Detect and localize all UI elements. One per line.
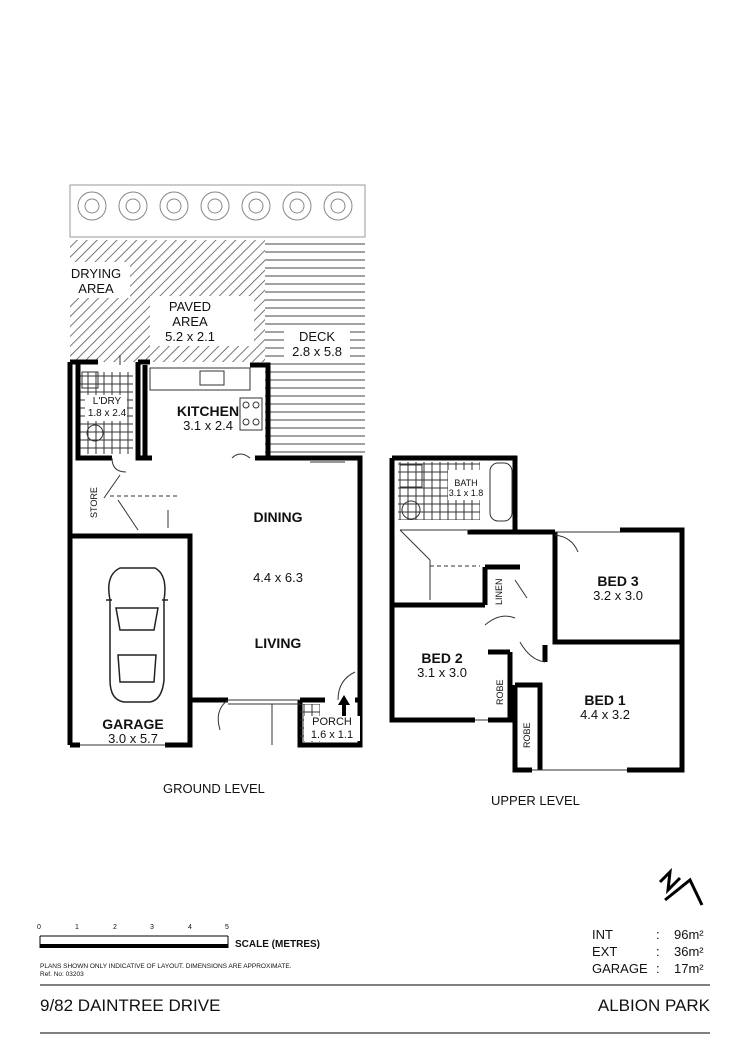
garage-area-sep: : xyxy=(656,961,660,976)
scale-tick-5: 5 xyxy=(225,924,229,931)
porch-dim: 1.6 x 1.1 xyxy=(310,728,354,741)
bath-name: BATH xyxy=(454,478,478,488)
bed2-label: BED 2 3.1 x 3.0 xyxy=(402,650,482,681)
upper-fixtures xyxy=(399,462,627,771)
garage-area-value: 17m² xyxy=(674,961,704,976)
linen-label: LINEN xyxy=(494,578,504,605)
north-arrow-icon xyxy=(658,867,704,906)
suburb-text: ALBION PARK xyxy=(597,996,710,1015)
upper-level-plan xyxy=(389,455,685,773)
ground-walls xyxy=(67,359,363,748)
garage-dim: 3.0 x 5.7 xyxy=(108,731,158,747)
ground-level-label: GROUND LEVEL xyxy=(163,781,265,796)
paved-area-name: PAVED xyxy=(168,299,212,314)
deck-name: DECK xyxy=(298,329,336,344)
dining-name: DINING xyxy=(253,509,303,525)
living-name: LIVING xyxy=(254,635,302,651)
laundry-name: L'DRY xyxy=(92,396,122,407)
drying-area-label: DRYING AREA xyxy=(70,266,122,297)
garden-bed xyxy=(69,184,366,238)
drying-area-name: DRYING xyxy=(70,266,122,281)
scale-label: SCALE (METRES) xyxy=(235,939,320,950)
dining-living-dim: 4.4 x 6.3 xyxy=(253,570,303,585)
laundry-dim: 1.8 x 2.4 xyxy=(87,407,127,419)
garage-area-label: GARAGE xyxy=(592,961,648,976)
bed1-dim: 4.4 x 3.2 xyxy=(580,707,630,723)
bath-label: BATH 3.1 x 1.8 xyxy=(448,478,484,499)
scale-tick-4: 4 xyxy=(188,924,192,931)
address-text: 9/82 DAINTREE DRIVE xyxy=(40,996,221,1015)
porch-label: PORCH 1.6 x 1.1 xyxy=(304,716,360,742)
paved-area-label: PAVED AREA 5.2 x 2.1 xyxy=(150,299,230,345)
int-value: 96m² xyxy=(674,927,704,942)
garage-name: GARAGE xyxy=(102,716,164,732)
upper-level-label: UPPER LEVEL xyxy=(491,793,580,808)
deck-dim: 2.8 x 5.8 xyxy=(292,343,342,359)
bed3-name: BED 3 xyxy=(597,573,639,589)
kitchen-label: KITCHEN 3.1 x 2.4 xyxy=(168,403,248,434)
robe-label-bed1: ROBE xyxy=(522,722,532,748)
laundry-label: L'DRY 1.8 x 2.4 xyxy=(82,396,132,419)
scale-tick-1: 1 xyxy=(75,924,79,931)
robe-label-bed2: ROBE xyxy=(495,679,505,705)
scale-tick-2: 2 xyxy=(113,924,117,931)
bed1-name: BED 1 xyxy=(584,692,626,708)
kitchen-dim: 3.1 x 2.4 xyxy=(183,418,233,434)
ext-label: EXT xyxy=(592,944,618,959)
int-sep: : xyxy=(656,927,660,942)
garage-label: GARAGE 3.0 x 5.7 xyxy=(93,716,173,747)
int-label: INT xyxy=(592,927,613,942)
ext-value: 36m² xyxy=(674,944,704,959)
store-label: STORE xyxy=(89,487,99,518)
scale-bar xyxy=(39,935,229,948)
ext-sep: : xyxy=(656,944,660,959)
drying-area-name-2: AREA xyxy=(78,280,114,296)
paved-area-name-2: AREA xyxy=(172,313,208,329)
bed3-dim: 3.2 x 3.0 xyxy=(593,588,643,604)
reference-number: Ref. No: 03203 xyxy=(40,971,84,978)
kitchen-name: KITCHEN xyxy=(176,403,240,419)
paved-area-dim: 5.2 x 2.1 xyxy=(165,328,215,344)
bed2-name: BED 2 xyxy=(421,650,463,666)
shrubs xyxy=(77,191,353,221)
scale-tick-3: 3 xyxy=(150,924,154,931)
bed2-dim: 3.1 x 3.0 xyxy=(417,665,467,681)
ground-fixtures xyxy=(80,355,356,746)
bed1-label: BED 1 4.4 x 3.2 xyxy=(565,692,645,723)
scale-tick-0: 0 xyxy=(37,924,41,931)
bath-dim: 3.1 x 1.8 xyxy=(448,488,484,499)
ground-level-plan xyxy=(66,184,366,748)
porch-name: PORCH xyxy=(312,716,352,728)
deck-label: DECK 2.8 x 5.8 xyxy=(282,329,352,360)
disclaimer-text: PLANS SHOWN ONLY INDICATIVE OF LAYOUT. D… xyxy=(40,963,292,970)
entry-arrow-icon xyxy=(338,695,350,705)
bed3-label: BED 3 3.2 x 3.0 xyxy=(578,573,658,604)
car-icon xyxy=(106,567,168,703)
upper-walls xyxy=(389,455,685,773)
